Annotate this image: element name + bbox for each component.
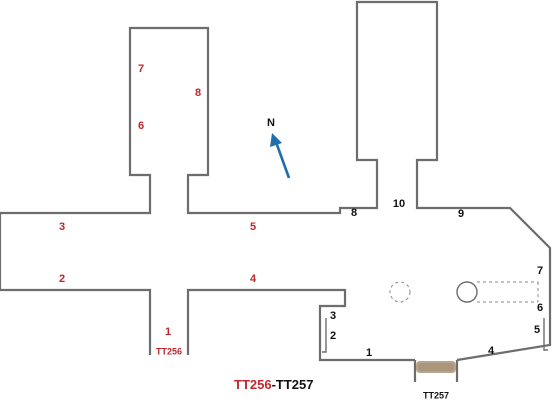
tt256-wall-4: 4 xyxy=(250,273,257,285)
title-tt256: TT256 xyxy=(234,377,272,392)
tt256-wall-3: 3 xyxy=(59,221,65,233)
dashed-pillar xyxy=(389,281,411,303)
tt257-wall-5: 5 xyxy=(534,324,540,336)
tt257-niche-west xyxy=(322,318,327,353)
tt257-wall-6: 6 xyxy=(537,302,543,314)
plan-title: TT256-TT257 xyxy=(234,377,314,392)
tt256-south-wall xyxy=(186,288,415,362)
tt256-entrance-label: TT256 xyxy=(156,346,182,356)
pillar xyxy=(456,281,478,303)
tt257-wall-4: 4 xyxy=(488,345,495,357)
tt257-east-wall xyxy=(456,300,552,362)
tt257-niche-east xyxy=(543,318,548,351)
tt257-wall-10: 10 xyxy=(393,198,405,210)
north-label: N xyxy=(267,117,275,129)
title-separator: - xyxy=(272,377,276,392)
tt256-wall-5: 5 xyxy=(250,221,256,233)
tt257-wall-2: 2 xyxy=(330,330,336,342)
tt256-wall-2: 2 xyxy=(59,273,65,285)
tt257-wall-1: 1 xyxy=(366,347,372,359)
tt257-wall-8: 8 xyxy=(351,207,357,219)
north-arrow-icon xyxy=(270,133,291,179)
tt256-wall-7: 7 xyxy=(138,63,144,75)
tt257-wall-9: 9 xyxy=(458,208,464,220)
tt256-wall-1: 1 xyxy=(165,326,171,338)
tt257-entrance-label: TT257 xyxy=(423,390,449,400)
tt256-wall-6: 6 xyxy=(138,120,144,132)
tt257-wall-3: 3 xyxy=(330,310,336,322)
tt257-wall-7: 7 xyxy=(537,265,543,277)
title-tt257: TT257 xyxy=(276,377,314,392)
tt256-wall-8: 8 xyxy=(195,87,201,99)
rubble-texture xyxy=(418,363,454,371)
tt256-outline xyxy=(0,0,552,355)
